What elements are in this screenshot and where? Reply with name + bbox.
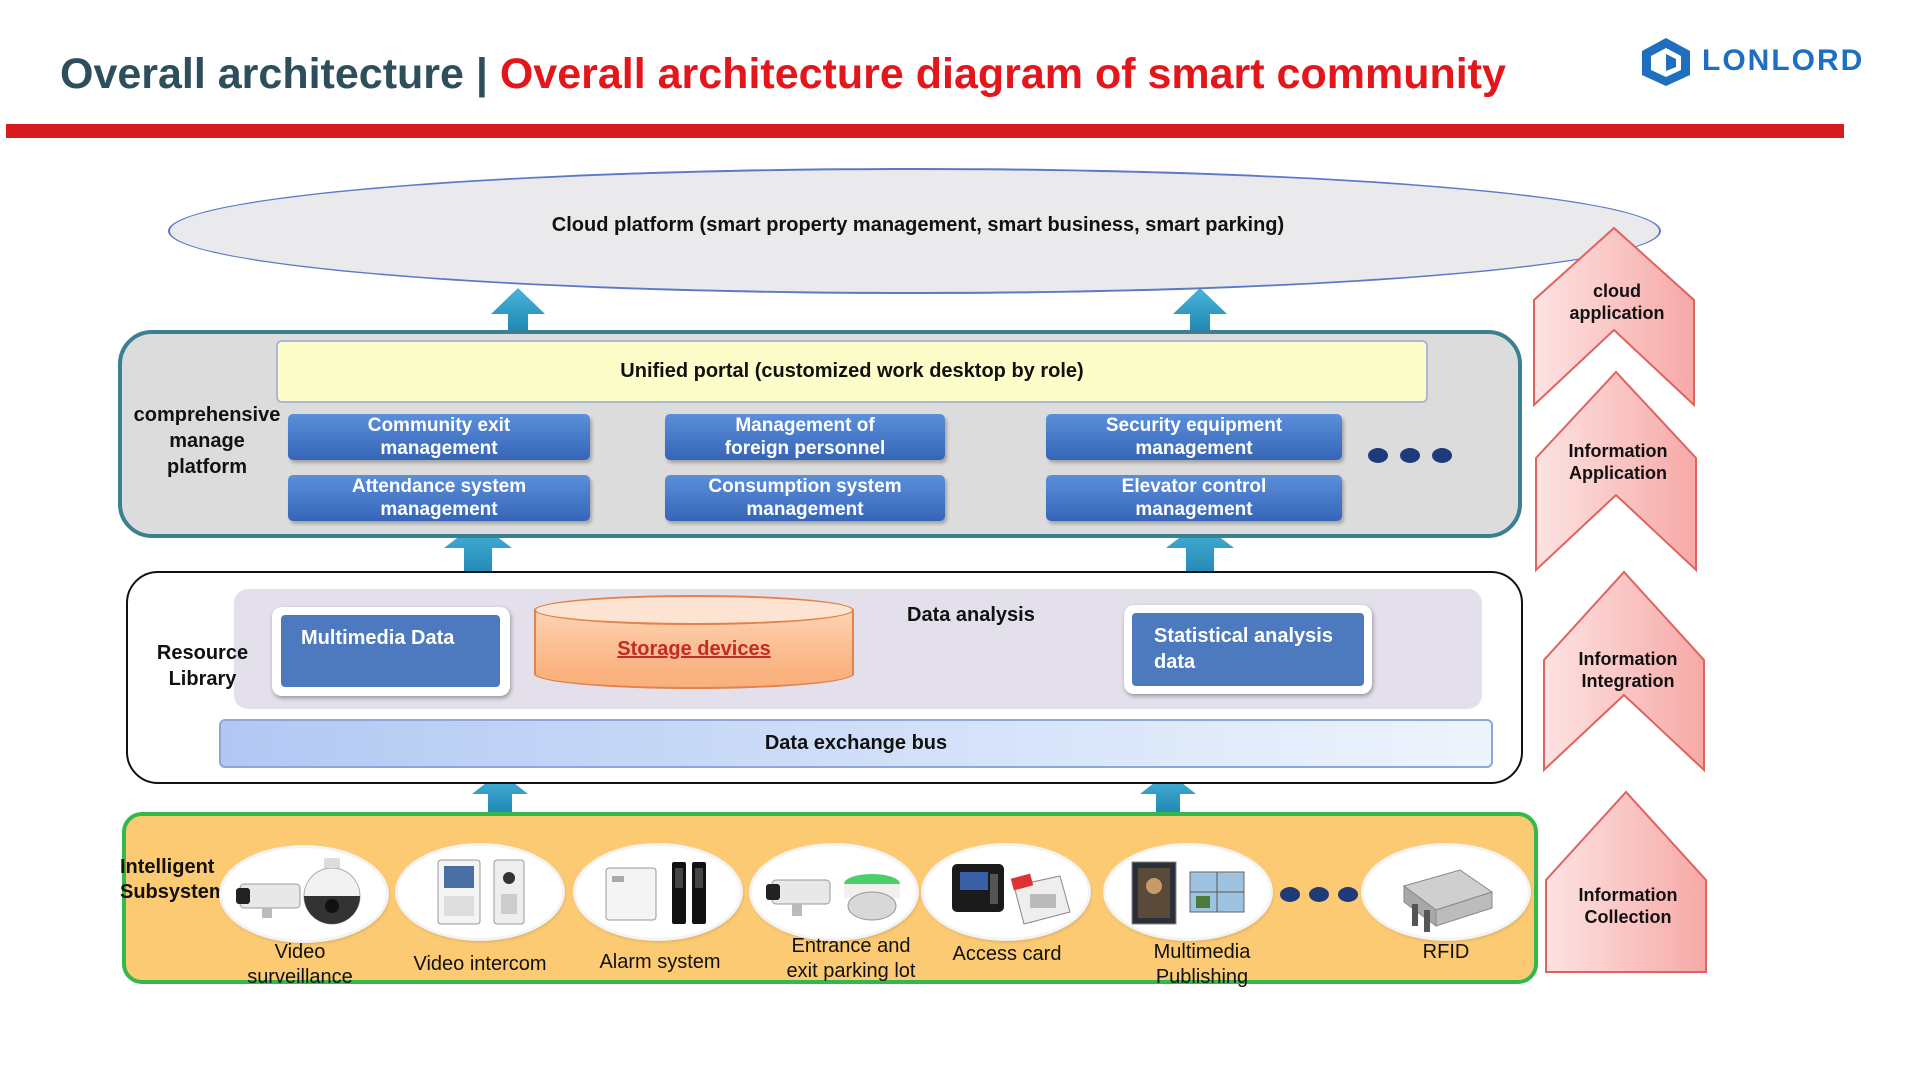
ellipsis-dot bbox=[1368, 448, 1388, 463]
title-highlight: Overall architecture diagram of smart co… bbox=[499, 50, 1506, 98]
cloud-platform-label: Cloud platform (smart property managemen… bbox=[551, 214, 1285, 236]
device-multimedia-publishing bbox=[1106, 846, 1270, 938]
up-arrow bbox=[1140, 772, 1196, 815]
logo-hexagon-icon bbox=[1642, 38, 1690, 86]
device-label-video-intercom: Video intercom bbox=[413, 953, 547, 975]
statistical-analysis-box: Statistical analysis data bbox=[1132, 613, 1364, 686]
information-integration-chevron bbox=[1543, 570, 1705, 773]
subsystem-label: Intelligent Subsystem bbox=[120, 856, 227, 903]
logo-text: LONLORD bbox=[1702, 44, 1865, 77]
ellipsis-dot bbox=[1432, 448, 1452, 463]
multimedia-data-box: Multimedia Data bbox=[281, 615, 500, 687]
rfid-reader-icon bbox=[1402, 869, 1494, 932]
information-collection-block bbox=[1545, 790, 1707, 973]
logo: LONLORD bbox=[1638, 36, 1888, 88]
information-application-chevron bbox=[1535, 370, 1697, 573]
camera-icon bbox=[236, 858, 361, 925]
unified-portal: Unified portal (customized work desktop … bbox=[276, 340, 1428, 403]
parking-camera-icon bbox=[766, 874, 900, 921]
device-label-access-card: Access card bbox=[952, 943, 1062, 965]
ellipsis-dot bbox=[1400, 448, 1420, 463]
device-label-alarm-system: Alarm system bbox=[599, 951, 721, 973]
alarm-icon bbox=[605, 862, 706, 924]
storage-devices-cylinder: Storage devices bbox=[534, 595, 854, 690]
ellipsis-dot bbox=[1280, 887, 1300, 902]
cloud-platform-ellipse bbox=[168, 168, 1661, 294]
storage-devices-label: Storage devices bbox=[617, 638, 771, 660]
cloud-application-chevron bbox=[1533, 226, 1695, 408]
card-reader-icon bbox=[952, 864, 1071, 925]
ellipsis-dot bbox=[1338, 887, 1358, 902]
device-video-surveillance bbox=[222, 848, 386, 940]
intercom-icon bbox=[437, 859, 525, 925]
platform-label: comprehensive manage platform bbox=[133, 404, 281, 478]
device-parking-lot bbox=[752, 846, 916, 938]
display-icon bbox=[1131, 861, 1245, 925]
ellipsis-dot bbox=[1309, 887, 1329, 902]
device-alarm-system bbox=[576, 846, 740, 938]
title-prefix: Overall architecture | bbox=[60, 50, 500, 98]
device-label-rfid: RFID bbox=[1422, 941, 1470, 963]
up-arrow bbox=[491, 288, 545, 332]
device-access-card bbox=[924, 846, 1088, 938]
page-title: Overall architecture | Overall architect… bbox=[60, 50, 1506, 99]
layer-chevrons bbox=[1533, 226, 1707, 973]
data-analysis-label: Data analysis bbox=[907, 604, 1035, 626]
header-divider bbox=[6, 124, 1844, 138]
device-rfid bbox=[1364, 846, 1528, 938]
data-exchange-bus: Data exchange bus bbox=[219, 719, 1493, 768]
device-video-intercom bbox=[398, 846, 562, 938]
up-arrow bbox=[1173, 288, 1227, 332]
up-arrow bbox=[472, 772, 528, 815]
resource-library-label: Resource Library bbox=[156, 642, 249, 690]
